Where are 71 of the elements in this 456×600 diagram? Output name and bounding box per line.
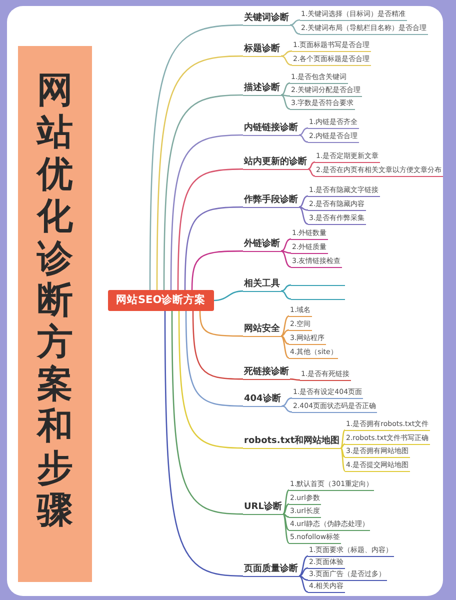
branch-line [280,335,290,345]
branch-line [280,238,292,252]
branch-line [192,311,244,380]
branch-line [308,161,316,170]
branch-label: 页面质量诊断 [243,564,299,577]
branch-line [340,448,346,472]
branch-label: 站内更新的诊断 [243,156,308,170]
branch-line [282,503,290,515]
branch-label: 标题诊断 [243,44,281,57]
branch-line [280,290,292,300]
branch-line [282,397,292,407]
branch-label: 外链诊断 [243,238,281,252]
branch-line [199,310,243,337]
branch-label: 内链链接诊断 [243,122,299,136]
branch-line [280,55,292,66]
branch-line [184,206,243,290]
branch-line [298,567,308,577]
branch-line [298,206,308,211]
branch-line [280,284,292,292]
underline [291,298,345,300]
branch-label: 作弊手段诊断 [243,194,299,208]
branch-line [282,513,290,518]
branch-line [280,250,292,254]
branch-line [308,168,316,177]
branch-line [282,514,290,531]
branch-line [298,127,308,136]
branch-line [282,490,290,514]
branch-line [280,94,290,97]
branch-line [280,82,290,96]
branch-line [298,206,308,225]
branch-line [290,19,300,26]
branch-line [298,555,308,577]
branch-line [214,290,244,302]
branch-line [282,405,292,413]
branch-label: 相关工具 [243,278,281,292]
branch-line [290,378,300,381]
branch-line [171,311,244,515]
branch-line [177,168,244,290]
branch-label: 网站安全 [243,324,281,337]
branch-line [298,575,308,593]
branch-line [340,430,346,448]
branch-line [164,311,244,577]
branch-line [280,250,292,268]
branch-line [282,514,290,544]
branch-line [191,250,243,290]
branch-line [280,335,290,359]
branch-label: URL诊断 [243,502,283,515]
branch-line [298,134,308,143]
branch-line [156,55,244,290]
branch-line [149,24,244,290]
branch-label: 404诊断 [243,394,282,407]
branch-line [280,315,290,337]
branch-label: 死链接诊断 [243,366,290,380]
branch-line [163,94,244,290]
branch-line [280,329,290,337]
branch-line [280,94,290,110]
branch-label: robots.txt和网站地图 [243,436,341,449]
branch-line [170,134,244,290]
branch-line [298,195,308,208]
branch-line [280,50,292,57]
branch-label: 关键词诊断 [243,12,290,26]
branch-label: 描述诊断 [243,82,281,96]
branch-line [340,443,346,449]
central-topic-box: 网站SEO诊断方案 [108,290,214,311]
branch-line [185,311,244,407]
title: 网站优化诊断方案和步骤 [35,70,74,532]
branch-line [290,24,300,35]
branch-line [298,575,308,581]
underline [291,284,345,286]
branch-line [178,311,244,449]
branch-line [340,448,346,458]
